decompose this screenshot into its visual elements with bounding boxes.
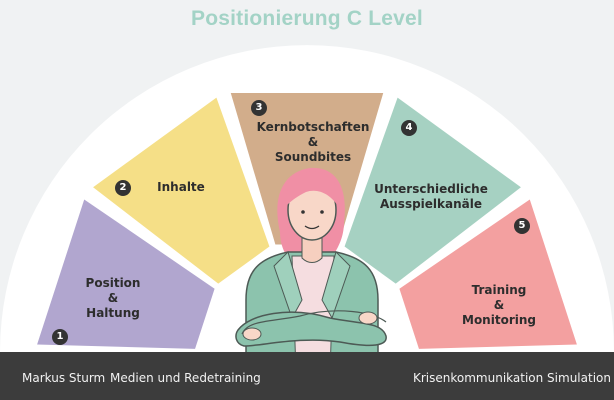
- eye-right: [320, 210, 324, 214]
- footer-name: Markus Sturm: [22, 371, 106, 385]
- woman-illustration: [235, 167, 387, 373]
- segment-label-4: Unterschiedliche Ausspielkanäle: [356, 182, 506, 212]
- segment-3-line-2: &: [307, 135, 319, 149]
- fan-segment-5: [399, 199, 577, 349]
- segment-label-3: Kernbotschaften & Soundbites: [238, 120, 388, 165]
- segment-4-line-2: Ausspielkanäle: [379, 197, 483, 211]
- segment-label-5: Training & Monitoring: [424, 283, 574, 328]
- segment-label-1: Position & Haltung: [38, 276, 188, 321]
- fan-segment-4: [344, 97, 521, 284]
- hair-fringe: [285, 171, 339, 206]
- footer-bar: Markus Sturm Medien und Redetraining Kri…: [0, 352, 614, 400]
- step-badge-1: 1: [52, 329, 68, 345]
- segment-3-line-1: Kernbotschaften: [256, 120, 370, 134]
- hand-right: [242, 327, 262, 341]
- segment-2-line-1: Inhalte: [157, 180, 205, 194]
- segment-5-line-3: Monitoring: [462, 313, 536, 327]
- step-badge-2: 2: [115, 180, 131, 196]
- segment-1-line-1: Position: [85, 276, 141, 290]
- segment-4-line-1: Unterschiedliche: [374, 182, 488, 196]
- footer-subtitle: Medien und Redetraining: [110, 371, 261, 385]
- eye-left: [301, 210, 305, 214]
- hand-left: [358, 311, 378, 325]
- fan-segment-1: [37, 199, 215, 349]
- segment-1-line-2: &: [107, 291, 119, 305]
- page-title: Positionierung C Level: [191, 7, 423, 30]
- segment-label-2: Inhalte: [106, 180, 256, 195]
- step-badge-5: 5: [514, 218, 530, 234]
- footer-right-text: Krisenkommunikation Simulation: [413, 371, 611, 385]
- fan-segment-2: [93, 97, 270, 284]
- segment-3-line-3: Soundbites: [274, 150, 352, 164]
- segment-5-line-2: &: [493, 298, 505, 312]
- segment-1-line-3: Haltung: [86, 306, 140, 320]
- step-badge-3: 3: [251, 100, 267, 116]
- mouth: [304, 225, 320, 230]
- step-badge-4: 4: [401, 120, 417, 136]
- neck: [301, 235, 323, 263]
- segment-5-line-1: Training: [471, 283, 527, 297]
